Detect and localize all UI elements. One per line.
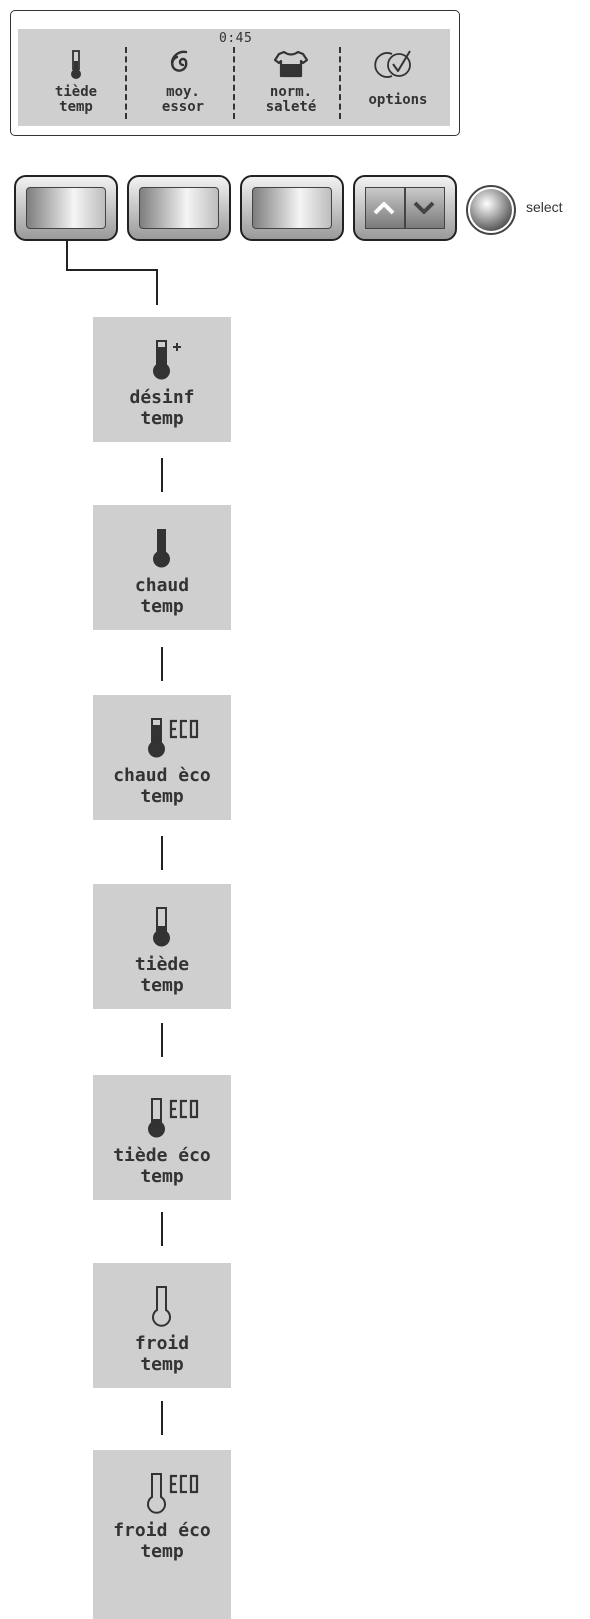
segment-temperature: tiède temp — [36, 29, 116, 126]
segment-divider — [125, 47, 127, 119]
options-check-icon — [352, 49, 444, 81]
chevron-down-icon — [413, 201, 435, 214]
connector-line — [66, 241, 158, 305]
thermometer-plus-icon — [93, 337, 231, 381]
segment-label: options — [368, 92, 428, 108]
button-2[interactable] — [127, 175, 231, 241]
segment-divider — [339, 47, 341, 119]
option-card-tiede-eco: tiède éco temp — [93, 1075, 231, 1200]
thermometer-empty-icon — [93, 1283, 231, 1327]
segment-divider — [233, 47, 235, 119]
option-card-froid-eco: froid éco temp — [93, 1450, 231, 1619]
option-card-froid: froid temp — [93, 1263, 231, 1388]
sequence-connector — [161, 647, 163, 681]
tshirt-soil-icon — [246, 49, 336, 81]
option-card-tiede: tiède temp — [93, 884, 231, 1009]
thermometer-eco-icon — [93, 715, 231, 759]
sequence-connector — [161, 458, 163, 492]
select-knob-center[interactable] — [470, 189, 512, 231]
display-screen: tiède temp moy. essor norm. saleté optio… — [18, 29, 450, 126]
thermometer-half-eco-icon — [93, 1095, 231, 1139]
option-card-chaud: chaud temp — [93, 505, 231, 630]
option-label: tiède éco temp — [113, 1145, 211, 1187]
timer-readout: 0:45 — [219, 31, 253, 46]
thermometer-icon — [36, 49, 116, 81]
button-1[interactable] — [14, 175, 118, 241]
down-button[interactable] — [405, 187, 445, 229]
segment-options: options — [352, 29, 444, 126]
chevron-up-icon — [373, 202, 395, 215]
segment-label: tiède temp — [54, 84, 98, 115]
spiral-spin-icon — [138, 49, 228, 81]
option-label: désinf temp — [129, 387, 195, 429]
up-down-rocker[interactable] — [353, 175, 457, 241]
option-label: tiède temp — [134, 954, 190, 996]
option-label: chaud temp — [134, 575, 190, 617]
segment-label: moy. essor — [161, 84, 205, 115]
option-label: froid éco temp — [113, 1520, 211, 1562]
sequence-connector — [161, 836, 163, 870]
segment-soil: norm. saleté — [246, 29, 336, 126]
option-label: chaud èco temp — [113, 765, 211, 807]
option-label: froid temp — [134, 1333, 190, 1375]
segment-label: norm. saleté — [265, 84, 317, 115]
option-card-desinf: désinf temp — [93, 317, 231, 442]
segment-spin: moy. essor — [138, 29, 228, 126]
sequence-connector — [161, 1401, 163, 1435]
sequence-connector — [161, 1212, 163, 1246]
thermometer-half-icon — [93, 904, 231, 948]
option-card-chaud-eco: chaud èco temp — [93, 695, 231, 820]
thermometer-full-icon — [93, 525, 231, 569]
select-label: select — [526, 199, 563, 215]
up-button[interactable] — [365, 187, 405, 229]
thermometer-empty-eco-icon — [93, 1470, 231, 1514]
button-3[interactable] — [240, 175, 344, 241]
sequence-connector — [161, 1023, 163, 1057]
